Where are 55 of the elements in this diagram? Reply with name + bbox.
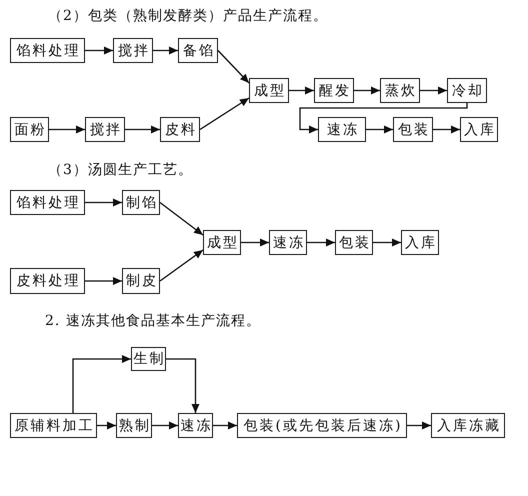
arrow <box>354 86 380 94</box>
process-box: 包装 <box>393 117 433 142</box>
process-box: 面粉 <box>10 117 49 142</box>
arrow <box>373 238 401 246</box>
arrow <box>200 97 250 130</box>
arrow <box>289 86 314 94</box>
process-box: 入库 <box>460 117 498 142</box>
process-box: 醒发 <box>314 78 354 103</box>
process-box: 速冻 <box>318 117 366 142</box>
section-heading: （3）汤圆生产工艺。 <box>48 161 193 179</box>
process-box: 皮料处理 <box>10 268 85 294</box>
process-box: 制皮 <box>122 268 160 294</box>
arrow <box>407 422 431 430</box>
arrow <box>85 198 122 206</box>
process-box: 入库冻藏 <box>431 413 505 438</box>
process-box: 制馅 <box>122 190 160 215</box>
process-box: 皮料 <box>160 117 200 142</box>
arrow <box>166 358 200 413</box>
process-box: 蒸炊 <box>380 78 420 103</box>
process-box: 包装(或先包装后速冻) <box>237 413 407 438</box>
process-box: 成型 <box>249 78 289 103</box>
arrow <box>160 249 204 282</box>
section-heading: 2. 速冻其他食品基本生产流程。 <box>45 312 261 330</box>
process-box: 原辅料加工 <box>10 413 97 438</box>
arrow <box>433 126 460 134</box>
arrow <box>299 103 468 134</box>
section-heading: （2）包类（熟制发酵类）产品生产流程。 <box>48 7 328 25</box>
arrow <box>153 46 178 54</box>
arrow <box>366 126 393 134</box>
arrow <box>152 422 178 430</box>
process-box: 搅拌 <box>85 117 125 142</box>
process-box: 备馅 <box>178 38 218 63</box>
arrow <box>85 277 122 285</box>
arrow <box>85 46 113 54</box>
arrow <box>97 422 116 430</box>
process-box: 馅料处理 <box>10 38 85 63</box>
process-box: 速冻 <box>178 413 213 438</box>
arrow <box>49 126 85 134</box>
process-box: 搅拌 <box>113 38 153 63</box>
process-box: 冷却 <box>447 78 487 103</box>
arrow <box>218 50 250 84</box>
process-box: 熟制 <box>116 413 152 438</box>
process-box: 包装 <box>335 230 373 255</box>
process-box: 成型 <box>203 230 241 255</box>
process-box: 入库 <box>401 230 439 255</box>
arrow <box>160 202 204 236</box>
arrow <box>72 355 131 413</box>
arrow <box>213 422 237 430</box>
process-box: 速冻 <box>269 230 307 255</box>
arrow <box>125 126 160 134</box>
process-box: 生制 <box>131 347 166 371</box>
process-box: 馅料处理 <box>10 190 85 215</box>
arrow <box>307 238 335 246</box>
arrow <box>241 238 269 246</box>
arrow <box>420 86 447 94</box>
